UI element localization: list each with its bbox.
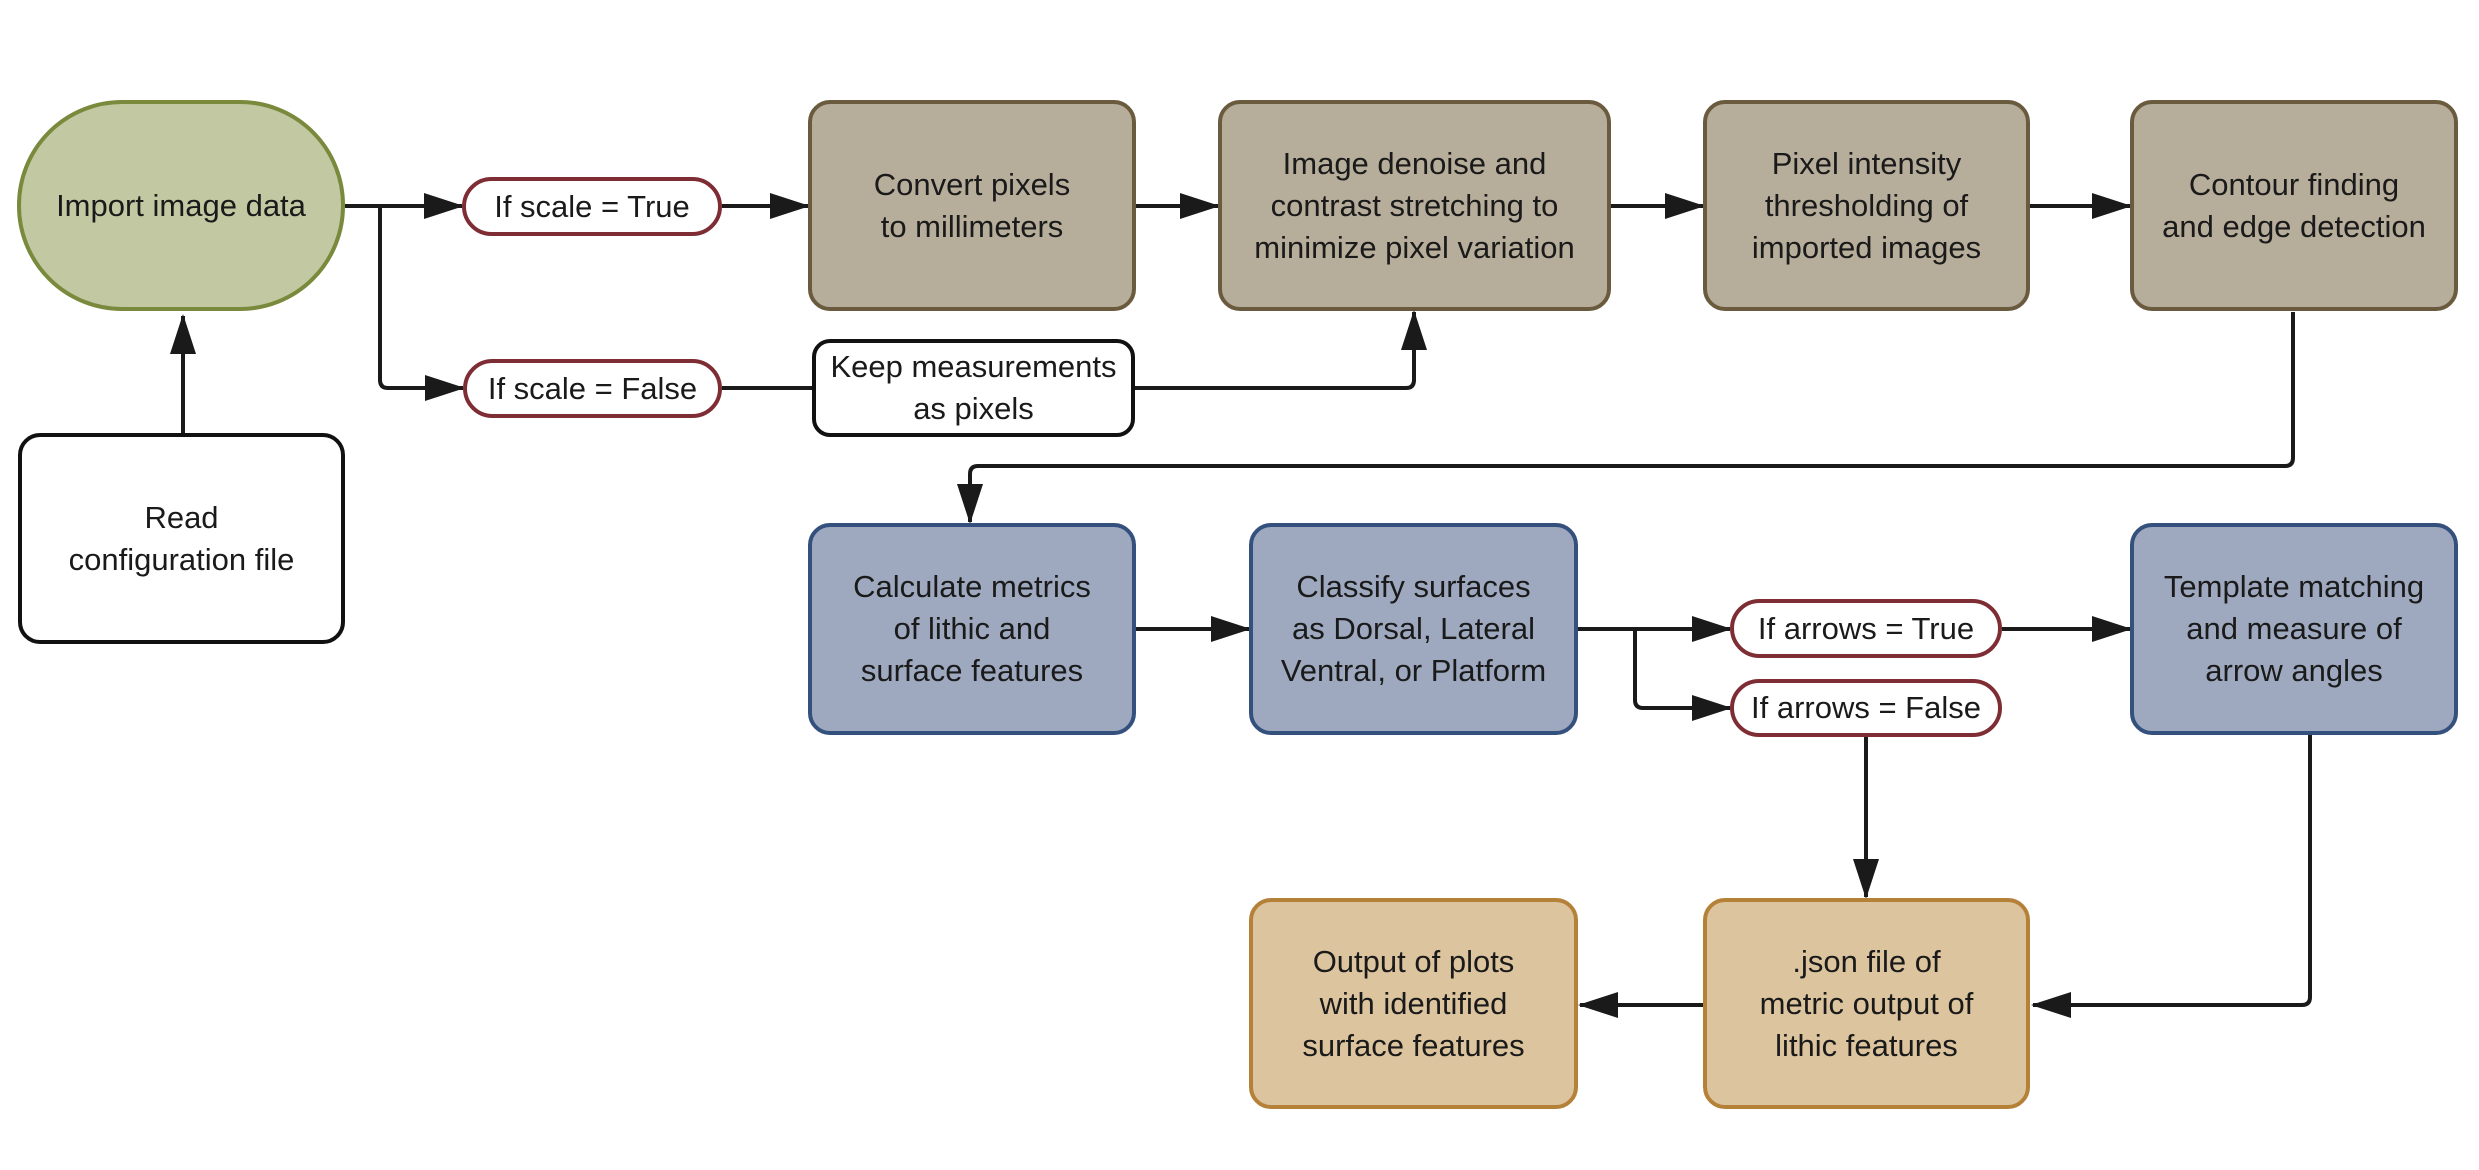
if-arrows-false-node: If arrows = False (1730, 679, 2002, 737)
keep-measurements-node: Keep measurements as pixels (812, 339, 1135, 437)
node-label-line: Import image data (56, 187, 306, 223)
node-label-line: Contour finding (2188, 166, 2400, 202)
edge-classify-to-arrows-false (1633, 629, 1732, 721)
node-label-line: Classify surfaces (1296, 569, 1531, 604)
node-label-line: Read (144, 499, 219, 535)
import-image-data-node: Import image data (17, 100, 345, 311)
json-output-node: .json file of metric output of lithic feat… (1703, 898, 2030, 1109)
node-label-line: If arrows = False (1751, 690, 1981, 725)
pixel-thresholding-node: Pixel intensity thresholding of imported i… (1703, 100, 2030, 311)
node-label-line: as pixels (913, 391, 1034, 426)
node-label-line: contrast stretching to (1270, 187, 1559, 223)
node-label-line: surface features (1302, 1027, 1525, 1063)
node-label-line: configuration file (68, 541, 295, 577)
node-label-line: If scale = False (487, 370, 698, 406)
plots-output-node: Output of plots with identified surface fe… (1249, 898, 1578, 1109)
node-label-line: Template matching (2163, 569, 2425, 604)
node-label-line: to millimeters (880, 208, 1064, 244)
node-label-line: Calculate metrics (853, 569, 1091, 604)
node-label-line: Output of plots (1312, 943, 1515, 979)
node-label-line: with identified (1319, 985, 1508, 1021)
node-label-line: as Dorsal, Lateral (1292, 611, 1535, 646)
node-label-line: If arrows = True (1757, 610, 1975, 646)
if-scale-false-node: If scale = False (463, 359, 722, 418)
template-matching-node: Template matching and measure of arrow ang… (2130, 523, 2458, 735)
node-label-line: lithic features (1775, 1027, 1958, 1063)
node-label-line: and measure of (2186, 611, 2402, 646)
read-configuration-file-node: Read configuration file (18, 433, 345, 644)
node-label-line: imported images (1751, 229, 1982, 265)
image-denoise-node: Image denoise and contrast stretching to m… (1218, 100, 1611, 311)
node-label-line: and edge detection (2162, 208, 2426, 244)
convert-pixels-node: Convert pixels to millimeters (808, 100, 1136, 311)
node-label-line: surface features (860, 653, 1084, 688)
node-label-line: Ventral, or Platform (1280, 653, 1547, 688)
edge-template-to-json (2031, 735, 2312, 1018)
node-label-line: minimize pixel variation (1254, 229, 1575, 265)
node-label-line: Keep measurements (830, 349, 1117, 384)
node-label-line: If scale = True (494, 188, 690, 224)
contour-finding-node: Contour finding and edge detection (2130, 100, 2458, 311)
node-label-line: .json file of (1792, 943, 1941, 979)
node-label-line: Pixel intensity (1771, 145, 1962, 181)
node-label-line: of lithic and (893, 611, 1051, 646)
calculate-metrics-node: Calculate metrics of lithic and surface fe… (808, 523, 1136, 735)
node-label-line: arrow angles (2205, 653, 2383, 688)
if-scale-true-node: If scale = True (462, 177, 722, 236)
node-label-line: Convert pixels (873, 166, 1071, 202)
edge-contour-to-metrics (957, 312, 2295, 524)
node-label-line: thresholding of (1764, 187, 1969, 223)
edge-import-to-scale-false (378, 206, 465, 401)
node-label-line: Image denoise and (1282, 145, 1547, 181)
node-label-line: metric output of (1759, 985, 1974, 1021)
if-arrows-true-node: If arrows = True (1730, 599, 2002, 658)
edge-keep-to-denoise (1135, 310, 1427, 390)
